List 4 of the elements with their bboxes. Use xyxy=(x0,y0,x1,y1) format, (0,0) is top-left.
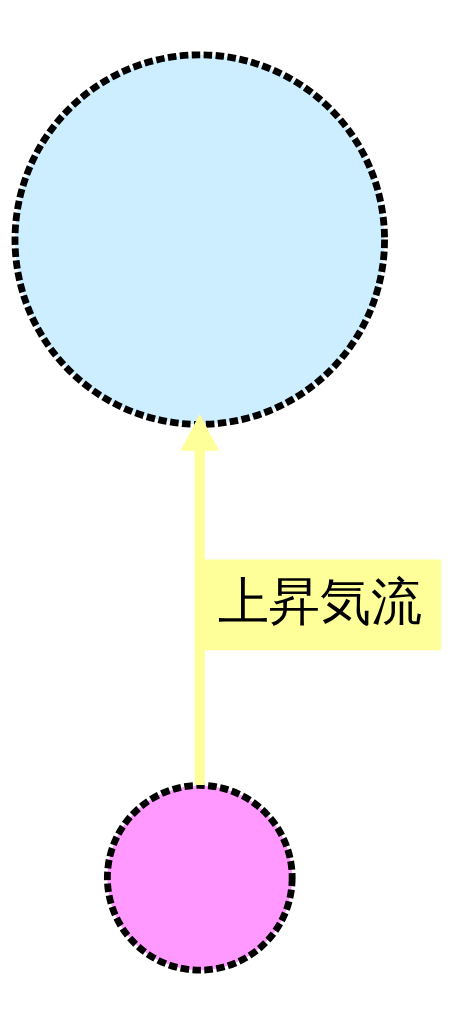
node-circle xyxy=(103,781,296,974)
node-circle xyxy=(11,50,388,428)
arrow xyxy=(180,413,220,785)
edge-label: 上昇気流 xyxy=(217,570,422,631)
